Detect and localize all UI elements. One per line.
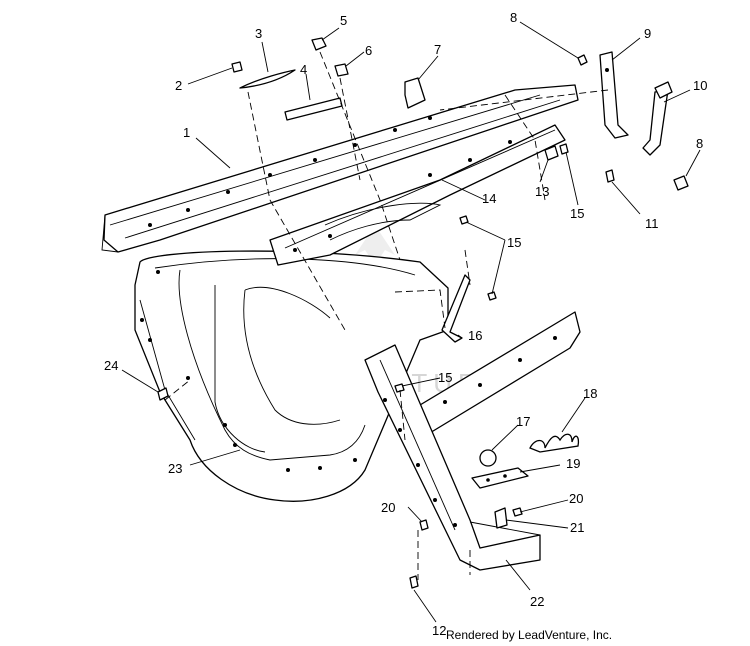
- callout-14: 14: [482, 191, 496, 206]
- bracket-19-part: [471, 467, 529, 489]
- bracket-10-part: [642, 81, 673, 156]
- bracket-16-part: [441, 274, 471, 343]
- callout-10: 10: [693, 78, 707, 93]
- callout-8-right: 8: [696, 136, 703, 151]
- callout-13: 13: [535, 184, 549, 199]
- callout-15-b: 15: [507, 235, 521, 250]
- callout-9: 9: [644, 26, 651, 41]
- callout-7: 7: [434, 42, 441, 57]
- spring-part: [529, 433, 580, 453]
- callout-12: 12: [432, 623, 446, 638]
- callout-19: 19: [566, 456, 580, 471]
- part-4: [284, 97, 343, 121]
- callout-15-c: 15: [438, 370, 452, 385]
- bumper-part: [479, 449, 497, 467]
- callout-22: 22: [530, 594, 544, 609]
- callout-20-right: 20: [569, 491, 583, 506]
- part-3: [239, 69, 296, 89]
- mid-rail-part: [269, 124, 566, 266]
- callout-4: 4: [300, 62, 307, 77]
- callout-18: 18: [583, 386, 597, 401]
- callout-21: 21: [570, 520, 584, 535]
- rear-rail-part: [101, 84, 579, 253]
- callout-5: 5: [340, 13, 347, 28]
- callout-8-top: 8: [510, 10, 517, 25]
- callout-11: 11: [645, 216, 659, 231]
- callout-17: 17: [516, 414, 530, 429]
- lower-pan-part: [134, 250, 449, 502]
- callout-15-a: 15: [570, 206, 584, 221]
- bracket-9-part: [599, 51, 629, 139]
- render-credit: Rendered by LeadVenture, Inc.: [446, 628, 613, 642]
- clip-part: [494, 507, 508, 529]
- callout-labels: 1 2 3 4 5 6 7 8 8 9 10 11 12 13 14 15 15…: [104, 10, 707, 638]
- fasteners: [157, 37, 689, 589]
- callout-2: 2: [175, 78, 182, 93]
- callout-20-left: 20: [381, 500, 395, 515]
- bracket-7-part: [404, 77, 426, 109]
- front-rail-part: [364, 311, 581, 571]
- assembly-lines: [164, 51, 609, 580]
- callout-16: 16: [468, 328, 482, 343]
- leader-lines: [121, 21, 701, 623]
- callout-1: 1: [183, 125, 190, 140]
- callout-23: 23: [168, 461, 182, 476]
- callout-6: 6: [365, 43, 372, 58]
- callout-24: 24: [104, 358, 118, 373]
- callout-3: 3: [255, 26, 262, 41]
